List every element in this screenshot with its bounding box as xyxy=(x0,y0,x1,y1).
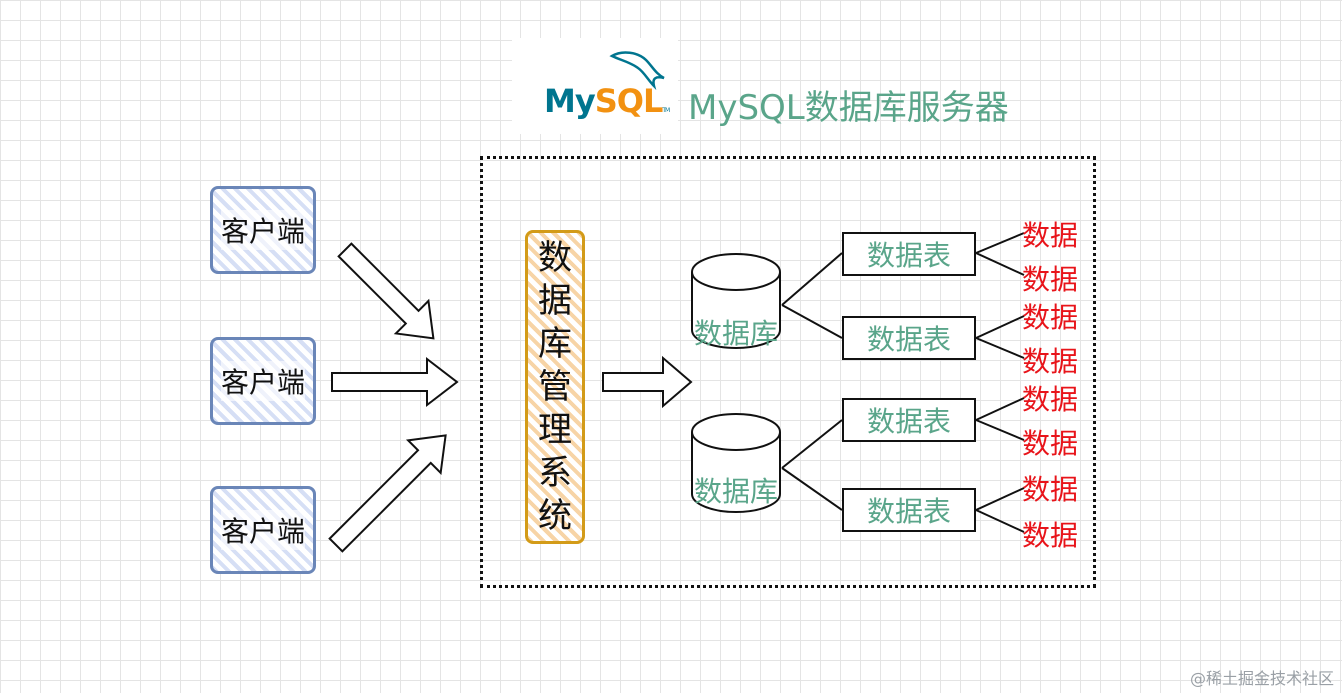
table-box: 数据表 xyxy=(842,488,976,532)
database-cylinder-1 xyxy=(691,253,781,349)
client-label: 客户端 xyxy=(220,510,305,550)
dbms-box: 数 据 库 管 理 系 统 xyxy=(525,230,585,544)
data-item: 数据 xyxy=(1022,473,1079,506)
dbms-char: 统 xyxy=(538,495,572,536)
logo-tm: TM xyxy=(662,107,670,114)
data-item: 数据 xyxy=(1022,383,1079,416)
data-item: 数据 xyxy=(1022,219,1079,252)
data-item: 数据 xyxy=(1022,263,1079,296)
dolphin-icon xyxy=(609,51,665,90)
data-item: 数据 xyxy=(1022,519,1079,552)
client-box: 客户端 xyxy=(210,186,316,274)
database-label: 数据库 xyxy=(693,475,778,508)
dbms-char: 据 xyxy=(538,280,572,321)
dbms-char: 理 xyxy=(538,409,572,450)
data-item: 数据 xyxy=(1022,301,1079,334)
table-label: 数据表 xyxy=(866,239,951,272)
arrow-client-3 xyxy=(328,434,447,553)
table-label: 数据表 xyxy=(866,323,951,356)
arrow-client-1 xyxy=(337,242,435,340)
table-label: 数据表 xyxy=(866,405,951,438)
dbms-char: 库 xyxy=(538,323,572,364)
arrow-dbms-to-db xyxy=(602,355,693,409)
dbms-char: 系 xyxy=(538,452,572,493)
table-box: 数据表 xyxy=(842,232,976,276)
server-boundary xyxy=(480,156,1096,588)
mysql-logo-text: MySQLTM xyxy=(544,82,670,120)
mysql-logo: MySQLTM xyxy=(512,38,678,134)
dbms-char: 数 xyxy=(538,237,572,278)
arrow-client-2 xyxy=(331,356,459,408)
client-label: 客户端 xyxy=(220,361,305,401)
dbms-char: 管 xyxy=(538,366,572,407)
client-box: 客户端 xyxy=(210,337,316,425)
data-item: 数据 xyxy=(1022,345,1079,378)
server-title: MySQL数据库服务器 xyxy=(688,88,1009,128)
database-cylinder-2 xyxy=(691,413,781,513)
table-label: 数据表 xyxy=(866,495,951,528)
table-box: 数据表 xyxy=(842,316,976,360)
client-box: 客户端 xyxy=(210,486,316,574)
logo-sql: SQL xyxy=(594,82,664,120)
logo-my: My xyxy=(544,82,596,120)
watermark: @稀土掘金技术社区 xyxy=(1189,669,1334,688)
database-label: 数据库 xyxy=(693,317,778,350)
data-item: 数据 xyxy=(1022,427,1079,460)
table-box: 数据表 xyxy=(842,398,976,442)
client-label: 客户端 xyxy=(220,210,305,250)
